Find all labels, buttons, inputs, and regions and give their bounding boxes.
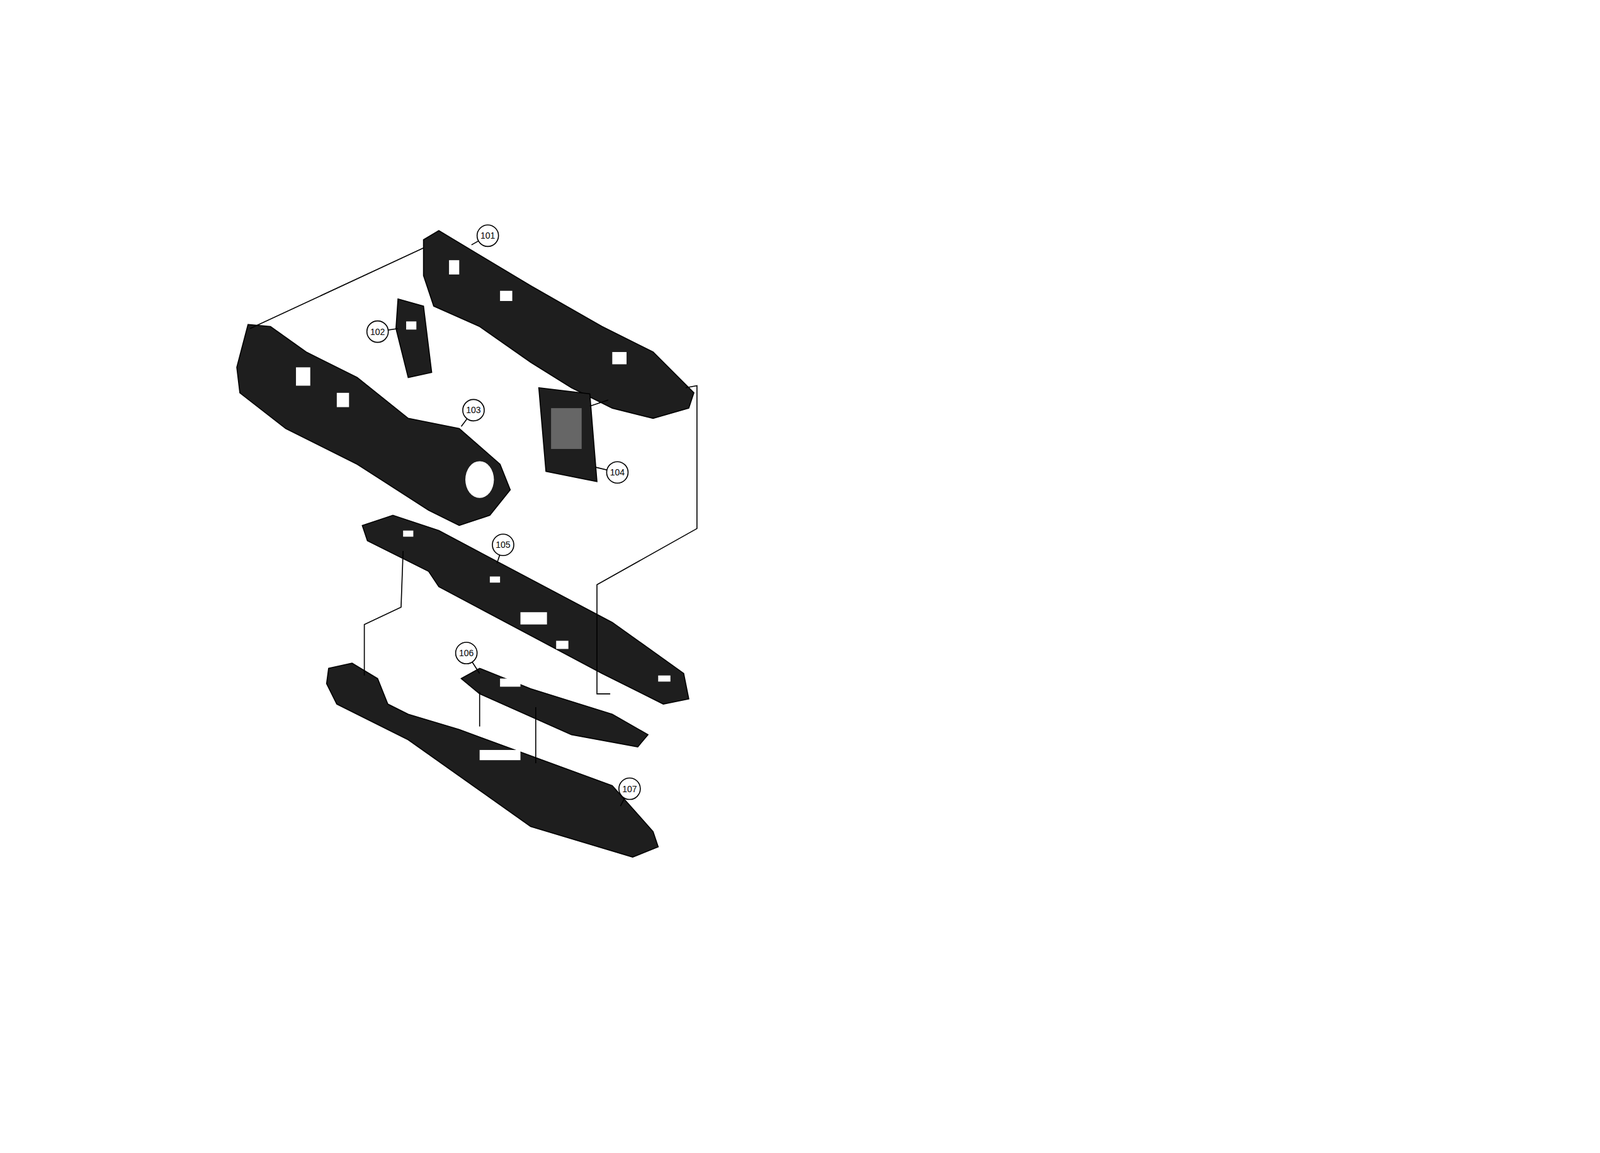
leader-line: [249, 248, 424, 329]
leader-line: [535, 707, 537, 764]
hole: [556, 641, 568, 650]
front-frame: [236, 324, 511, 526]
square-plate: [539, 387, 597, 482]
small-plate: [396, 299, 432, 378]
base-cover: [326, 663, 659, 857]
plate-detail: [550, 408, 582, 449]
callout-group: [367, 224, 641, 806]
callout-circle: [618, 778, 641, 800]
callout-number: 103: [465, 405, 481, 415]
hole: [402, 530, 414, 538]
callout-circle: [455, 642, 478, 664]
hole: [336, 392, 349, 408]
hole: [295, 367, 311, 386]
hole: [479, 749, 521, 761]
hole: [448, 260, 460, 275]
long-sheet: [362, 515, 689, 704]
circuit-board: [461, 668, 649, 747]
hole: [658, 675, 670, 682]
leader-line: [590, 399, 609, 407]
callout-number: 107: [622, 784, 637, 794]
callout-circle: [477, 224, 499, 247]
hole: [520, 612, 548, 625]
callout-number: 101: [480, 231, 495, 240]
callout-circle: [367, 321, 389, 343]
hole: [465, 460, 494, 498]
callout-circle: [606, 461, 628, 483]
hole: [612, 351, 627, 364]
callout-number: 104: [610, 467, 625, 477]
callout-circle: [462, 399, 485, 421]
callout-number: 106: [459, 648, 474, 658]
callout-number: 105: [495, 540, 511, 550]
hole: [406, 321, 417, 330]
callout-circle: [492, 533, 514, 556]
hole: [499, 290, 512, 301]
leader-line: [596, 385, 698, 694]
leader-line: [479, 692, 481, 727]
hole: [489, 576, 500, 584]
leader-line: [364, 550, 404, 676]
callout-number: 102: [370, 327, 385, 337]
hole: [499, 678, 521, 687]
